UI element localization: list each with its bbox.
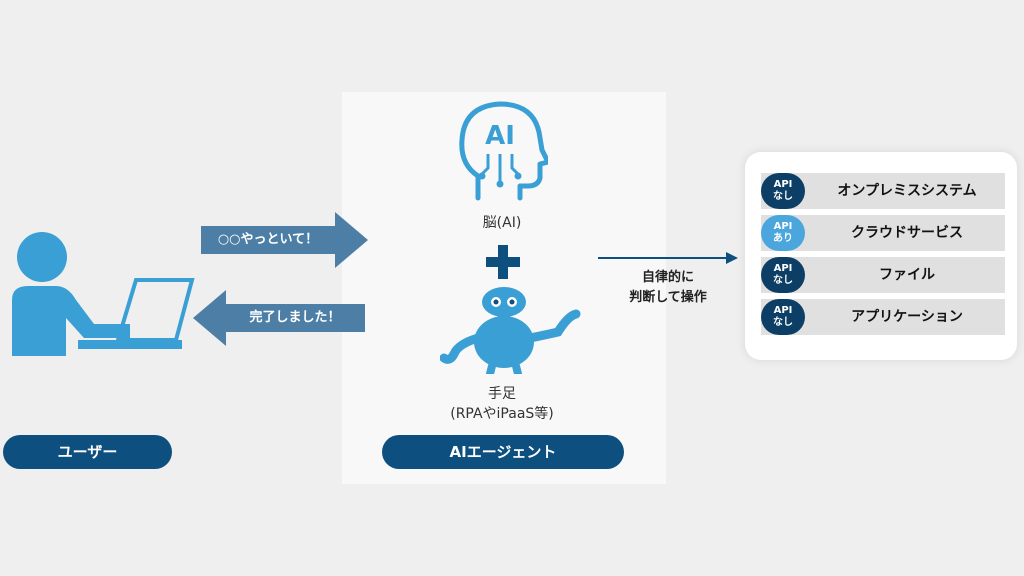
action-line1: 自律的に xyxy=(641,270,694,285)
reply-arrow xyxy=(193,290,365,346)
request-arrow xyxy=(201,212,368,268)
target-label: アプリケーション xyxy=(851,309,963,325)
api-badge-bottom: なし xyxy=(773,317,793,328)
target-label: クラウドサービス xyxy=(851,225,963,241)
api-badge-bottom: あり xyxy=(773,233,793,244)
target-row-file: API なし ファイル xyxy=(761,257,1005,293)
api-none-badge: API なし xyxy=(761,257,805,293)
api-badge-bottom: なし xyxy=(773,275,793,286)
request-text: ○○やっといて！ xyxy=(217,232,319,247)
limbs-caption: 手足 (RPAやiPaaS等) xyxy=(442,384,562,424)
limbs-caption-line2: (RPAやiPaaS等) xyxy=(450,406,554,422)
target-row-cloud: API あり クラウドサービス xyxy=(761,215,1005,251)
brain-caption: 脳(AI) xyxy=(482,215,522,231)
robot-icon xyxy=(440,287,581,374)
reply-text: 完了しました！ xyxy=(249,310,341,325)
api-badge-top: API xyxy=(773,263,793,274)
user-laptop-icon xyxy=(12,232,195,356)
api-none-badge: API なし xyxy=(761,173,805,209)
targets-panel: API なし オンプレミスシステム API あり クラウドサービス API なし… xyxy=(745,152,1017,360)
ai-brain-head-icon: AI xyxy=(459,101,548,201)
limbs-caption-line1: 手足 xyxy=(488,386,516,402)
target-row-onpremise: API なし オンプレミスシステム xyxy=(761,173,1005,209)
action-line2: 判断して操作 xyxy=(629,290,707,305)
target-label: オンプレミスシステム xyxy=(837,183,977,199)
api-badge-top: API xyxy=(773,179,793,190)
target-row-application: API なし アプリケーション xyxy=(761,299,1005,335)
user-label: ユーザー xyxy=(3,435,172,469)
api-available-badge: API あり xyxy=(761,215,805,251)
plus-icon xyxy=(486,245,520,279)
agent-label: AIエージェント xyxy=(382,435,624,469)
api-none-badge: API なし xyxy=(761,299,805,335)
target-label: ファイル xyxy=(879,267,935,283)
action-label: 自律的に 判断して操作 xyxy=(618,268,718,308)
ai-brain-text: AI xyxy=(485,121,515,151)
api-badge-bottom: なし xyxy=(773,191,793,202)
action-arrow xyxy=(598,252,738,264)
api-badge-top: API xyxy=(773,221,793,232)
api-badge-top: API xyxy=(773,305,793,316)
